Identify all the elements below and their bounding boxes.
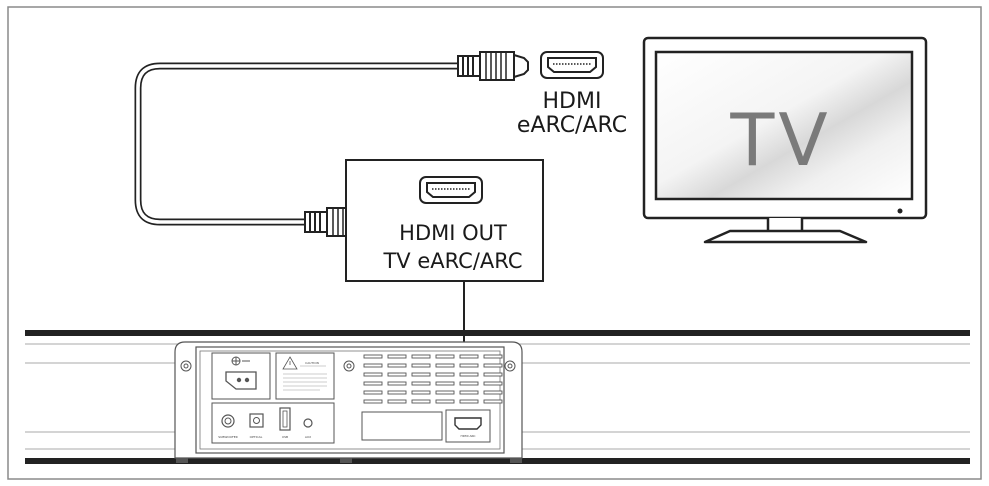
- panel-screw-left: [180, 360, 192, 372]
- vent-slot: [387, 363, 407, 368]
- tv-screen-text: TV: [729, 98, 831, 182]
- vent-slot: [411, 381, 431, 386]
- tv-illustration: TV: [642, 36, 928, 244]
- power-inlet-port: [225, 371, 257, 390]
- vent-slot: [363, 372, 383, 377]
- vent-slot: [483, 381, 503, 386]
- callout-label-line2: TV eARC/ARC: [382, 249, 522, 273]
- vent-slot: [459, 390, 479, 395]
- vent-slot: [387, 372, 407, 377]
- vent-slot: [435, 399, 455, 404]
- caution-warning-icon: [282, 356, 298, 370]
- vent-slot: [483, 399, 503, 404]
- power-symbol-icon: [231, 356, 250, 366]
- aux-label: AUX: [305, 435, 311, 439]
- vent-slot: [483, 354, 503, 359]
- soundbar-hdmi-arc-port: [454, 417, 482, 430]
- vent-slot: [483, 390, 503, 395]
- panel-screw-right: [504, 360, 516, 372]
- vent-slot: [411, 354, 431, 359]
- vent-slot: [435, 381, 455, 386]
- vent-slot: [435, 363, 455, 368]
- vent-slot: [435, 390, 455, 395]
- vent-slot: [411, 363, 431, 368]
- tv-port-label-line1: HDMI: [543, 89, 602, 114]
- subwoofer-label: SUBWOOFER: [218, 435, 237, 439]
- caution-label: CAUTION: [305, 361, 319, 365]
- vent-slot: [363, 363, 383, 368]
- vent-slot: [459, 354, 479, 359]
- optical-port: [249, 413, 264, 428]
- panel-screw-middle: [343, 360, 355, 372]
- aux-jack: [303, 418, 313, 428]
- usb-label: USB: [282, 435, 288, 439]
- tv-hdmi-port-icon: [540, 51, 604, 79]
- vent-slot: [387, 354, 407, 359]
- vent-slot: [483, 372, 503, 377]
- vent-slot: [483, 363, 503, 368]
- vent-slot: [363, 381, 383, 386]
- vent-slot: [363, 399, 383, 404]
- vent-slot: [411, 399, 431, 404]
- tv-power-led: [897, 208, 903, 214]
- soundbar-rear-panel: CAUTION SUBWOOFER OPTICAL USB AUX: [174, 341, 523, 463]
- vent-slot: [363, 354, 383, 359]
- vent-slot: [459, 372, 479, 377]
- vent-slot: [459, 381, 479, 386]
- vent-slot: [387, 399, 407, 404]
- hdmi-cable: [134, 62, 462, 226]
- vent-slot: [435, 354, 455, 359]
- tv-port-label-line2: eARC/ARC: [517, 113, 627, 138]
- soundbar-hdmi-port-icon: [419, 176, 483, 204]
- optical-label: OPTICAL: [250, 435, 263, 439]
- usb-port: [279, 407, 291, 431]
- callout-label-line1: HDMI OUT: [399, 221, 507, 245]
- hdmi-plug-tv-end: [457, 51, 529, 81]
- vent-slot: [435, 372, 455, 377]
- outer-frame: [7, 6, 982, 480]
- vent-slot: [411, 372, 431, 377]
- vent-slot: [387, 381, 407, 386]
- hdmi-arc-label: HDMI ARC: [460, 434, 475, 438]
- vent-slot: [363, 390, 383, 395]
- subwoofer-jack: [221, 414, 235, 428]
- vent-slot: [411, 390, 431, 395]
- vent-slot: [459, 363, 479, 368]
- vent-slot: [387, 390, 407, 395]
- ventilation-grille: [363, 354, 503, 404]
- vent-slot: [459, 399, 479, 404]
